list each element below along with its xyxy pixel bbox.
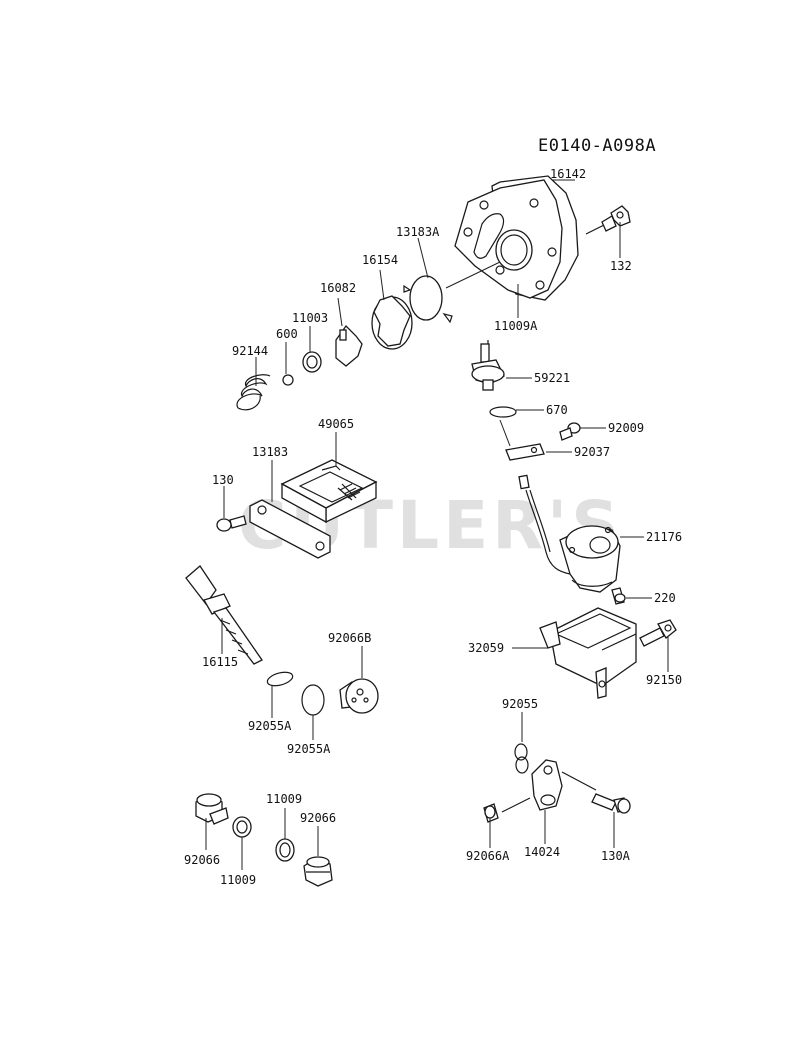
label-32059: 32059	[468, 641, 504, 655]
sensor-wire	[518, 474, 571, 575]
o-ring-670	[489, 406, 517, 418]
label-220: 220	[654, 591, 676, 605]
gasket-13183	[249, 499, 331, 559]
label-92055A-a: 92055A	[248, 719, 292, 733]
label-13183: 13183	[252, 445, 288, 459]
label-13183A: 13183A	[396, 225, 440, 239]
label-16115: 16115	[202, 655, 238, 669]
plug-92066A	[483, 803, 499, 823]
washer-11009-small	[232, 816, 252, 838]
label-92150: 92150	[646, 673, 682, 687]
bolt-132	[585, 205, 631, 235]
label-49065: 49065	[318, 417, 354, 431]
plug-92066B	[339, 678, 379, 714]
label-670: 670	[546, 403, 568, 417]
o-ring-92055A-small	[266, 671, 294, 687]
ball-600	[282, 374, 294, 386]
label-132: 132	[610, 259, 632, 273]
label-92055: 92055	[502, 697, 538, 711]
bolt-220	[611, 587, 626, 605]
label-92066B: 92066B	[328, 631, 371, 645]
label-14024: 14024	[524, 845, 560, 859]
bracket-32059	[539, 607, 637, 699]
filter-49065	[280, 459, 378, 524]
bolt-92150	[639, 619, 677, 647]
label-92066-top: 92066	[300, 811, 336, 825]
o-ring-92055A-large	[301, 684, 325, 716]
bolt-130A	[591, 793, 631, 814]
label-21176: 21176	[646, 530, 682, 544]
label-92009: 92009	[608, 421, 644, 435]
label-11003: 11003	[292, 311, 328, 325]
label-11009-top: 11009	[266, 792, 302, 806]
oil-pressure-switch-21176	[559, 525, 621, 593]
outer-rotor-16154	[371, 295, 413, 350]
label-92055A-b: 92055A	[287, 742, 331, 756]
label-16082: 16082	[320, 281, 356, 295]
clamp-92037	[505, 443, 545, 461]
collar-11003	[302, 351, 322, 373]
label-92037: 92037	[574, 445, 610, 459]
diagram-code: E0140-A098A	[538, 136, 656, 156]
label-11009A: 11009A	[494, 319, 538, 333]
relief-valve-59221	[471, 340, 505, 391]
label-92066A: 92066A	[466, 849, 510, 863]
label-130: 130	[212, 473, 234, 487]
label-130A: 130A	[601, 849, 631, 863]
inner-rotor-16082	[335, 324, 363, 367]
spring-92144	[236, 374, 271, 411]
label-59221: 59221	[534, 371, 570, 385]
label-600: 600	[276, 327, 298, 341]
label-92066: 92066	[184, 853, 220, 867]
gasket-13183A	[403, 275, 453, 324]
pump-cover-16142	[454, 175, 579, 301]
o-rings-92055	[514, 743, 529, 774]
label-11009-bottom: 11009	[220, 873, 256, 887]
screw-92009	[559, 422, 581, 441]
label-16142: 16142	[550, 167, 586, 181]
label-16154: 16154	[362, 253, 398, 267]
bolt-130	[216, 515, 247, 532]
dipstick-16115	[185, 565, 263, 665]
plug-92066-right	[303, 856, 333, 887]
joint-14024	[501, 759, 597, 813]
label-92144: 92144	[232, 344, 268, 358]
washer-11009-right	[275, 838, 295, 862]
plug-92066-left	[195, 793, 229, 825]
